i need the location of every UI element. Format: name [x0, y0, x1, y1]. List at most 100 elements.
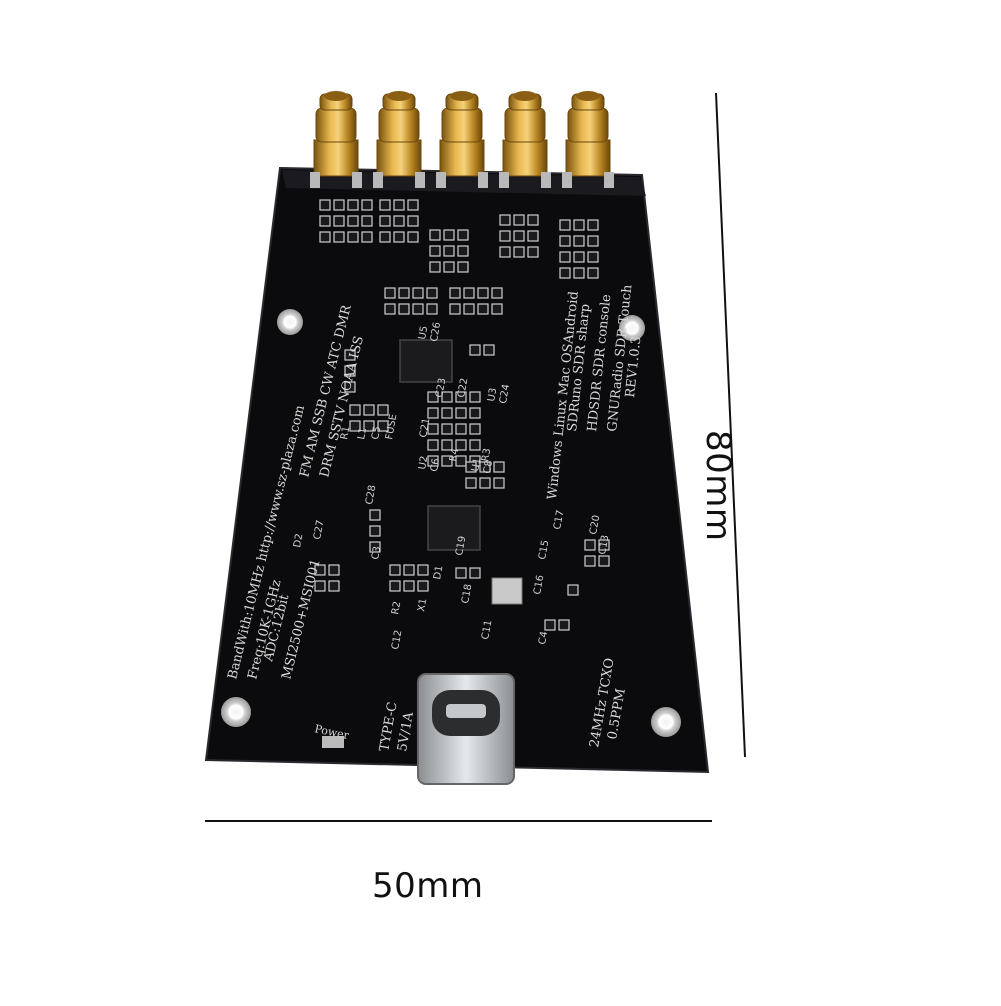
smd-pad	[465, 477, 477, 489]
component-label: C24	[498, 383, 512, 404]
component-label: R2	[390, 601, 403, 616]
smd-pad	[527, 214, 539, 226]
smd-pad	[559, 267, 571, 279]
component-label: U2	[417, 455, 430, 470]
smd-pad	[344, 365, 356, 377]
component-label: X1	[416, 598, 429, 613]
smd-pad	[349, 420, 361, 432]
smd-pad	[427, 391, 439, 403]
smd-pad	[407, 231, 419, 243]
component-label: C15	[537, 539, 551, 560]
smd-pad	[527, 246, 539, 258]
sma-connector	[436, 91, 488, 188]
smd-pad	[598, 555, 610, 567]
smd-pad	[407, 215, 419, 227]
smd-pad	[441, 455, 453, 467]
smd-pad	[573, 235, 585, 247]
smd-pad	[587, 219, 599, 231]
smd-pad	[389, 564, 401, 576]
sma-connector	[310, 91, 362, 188]
smd-pad	[429, 245, 441, 257]
component-label: FUSE	[384, 413, 399, 440]
component-label: C20	[588, 514, 602, 535]
smd-pad	[427, 407, 439, 419]
smd-pad	[347, 215, 359, 227]
smd-pad	[403, 580, 415, 592]
smd-pad	[328, 580, 340, 592]
smd-pad	[319, 231, 331, 243]
smd-pad	[455, 407, 467, 419]
width-dimension-label: 50mm	[372, 866, 484, 906]
software-line: REV1.0.3	[623, 335, 644, 398]
smd-pad	[513, 230, 525, 242]
smd-pad	[319, 199, 331, 211]
smd-pad	[361, 215, 373, 227]
smd-pad	[369, 509, 381, 521]
smd-pad	[384, 287, 396, 299]
smd-pad	[598, 539, 610, 551]
sma-connector	[499, 91, 551, 188]
smd-pad	[427, 455, 439, 467]
smd-pad	[573, 251, 585, 263]
smd-pad	[457, 245, 469, 257]
smd-pad	[587, 251, 599, 263]
smd-pad	[361, 231, 373, 243]
sma-connectors	[310, 91, 614, 188]
smd-pad	[344, 381, 356, 393]
smd-pad	[499, 246, 511, 258]
smd-pad	[369, 525, 381, 537]
component-label: C4	[537, 630, 550, 645]
component-label: L1	[356, 427, 369, 441]
component-label: C22	[456, 377, 470, 398]
smd-pad	[412, 287, 424, 299]
component-label: C18	[460, 583, 474, 604]
smd-pad	[377, 420, 389, 432]
component-label: U1	[470, 457, 483, 472]
power-led	[322, 736, 344, 748]
smd-pad	[477, 303, 489, 315]
component-label: C5	[370, 425, 383, 440]
smd-pad	[469, 439, 481, 451]
smd-pad	[469, 423, 481, 435]
smd-pad	[393, 199, 405, 211]
component-label: U5	[417, 325, 430, 340]
component-label: C28	[364, 484, 378, 505]
smd-pad	[499, 214, 511, 226]
smd-pad	[559, 251, 571, 263]
smd-pad	[584, 555, 596, 567]
smd-pad	[314, 564, 326, 576]
smd-pad	[398, 303, 410, 315]
smd-pad	[377, 404, 389, 416]
smd-pad	[319, 215, 331, 227]
smd-pad	[493, 461, 505, 473]
smd-pad	[455, 391, 467, 403]
smd-pad	[443, 261, 455, 273]
smd-pad	[441, 391, 453, 403]
smd-pad	[513, 246, 525, 258]
smd-pad	[412, 303, 424, 315]
component-label: R1	[339, 426, 352, 441]
smd-pad	[393, 215, 405, 227]
smd-pad	[513, 214, 525, 226]
smd-pad	[479, 477, 491, 489]
smd-pad	[361, 199, 373, 211]
smd-pad	[427, 423, 439, 435]
component-label: R3	[480, 448, 493, 463]
smd-pad	[457, 261, 469, 273]
smd-pad	[469, 344, 481, 356]
smd-pad	[469, 567, 481, 579]
smd-pad	[457, 229, 469, 241]
mounting-hole	[221, 697, 251, 727]
component-label: C8	[482, 460, 495, 475]
component-label: C16	[532, 574, 546, 595]
smd-pad	[398, 287, 410, 299]
smd-pad	[469, 391, 481, 403]
tuner-chip-u5	[399, 339, 453, 383]
component-label: C23	[434, 377, 448, 398]
smd-pad	[465, 461, 477, 473]
smd-pad	[491, 303, 503, 315]
smd-pad	[573, 267, 585, 279]
smd-pad	[587, 235, 599, 247]
smd-pad	[417, 580, 429, 592]
